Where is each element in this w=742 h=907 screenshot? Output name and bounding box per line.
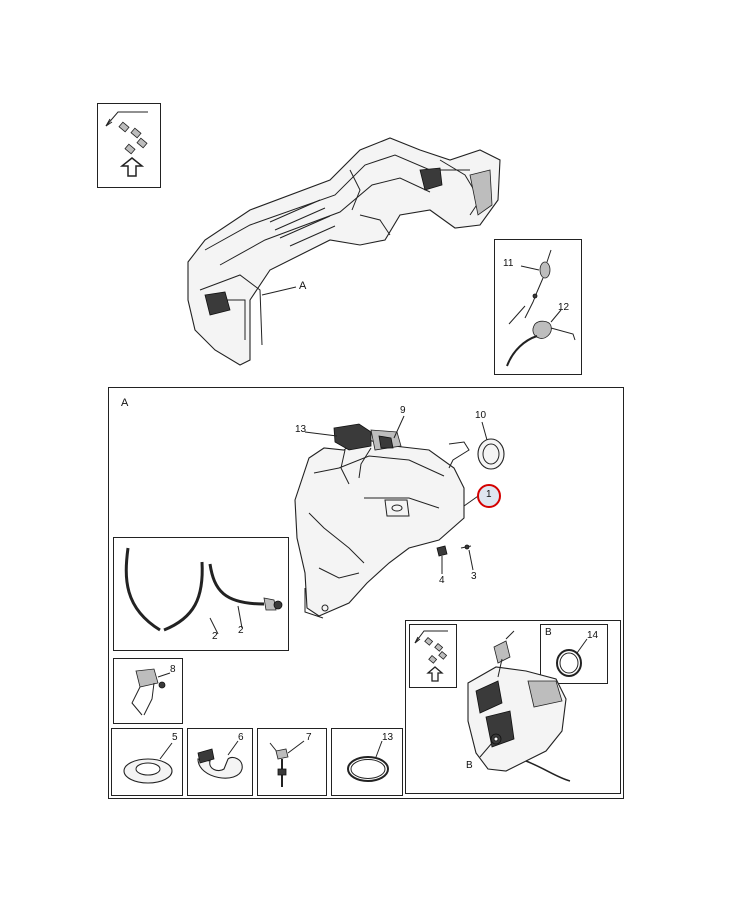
- callout-7: 7: [306, 732, 312, 743]
- detail-box-b-ring: B 14: [540, 624, 608, 684]
- callout-12: 12: [558, 302, 570, 313]
- detail-box-7: 7: [257, 728, 327, 796]
- detail-box-a-letter: A: [121, 397, 129, 409]
- detail-box-hoses: 2 2: [113, 537, 289, 651]
- seal-ring-drawing: [347, 740, 389, 782]
- callout-a-top: A: [299, 280, 307, 292]
- detail-box-13: 13: [331, 728, 403, 796]
- callout-9: 9: [400, 405, 406, 416]
- callout-10: 10: [475, 410, 487, 421]
- orientation-icon: [105, 111, 148, 177]
- detail-box-a: A 13 9 10: [108, 387, 624, 799]
- callout-6: 6: [238, 732, 244, 743]
- callout-8: 8: [170, 664, 176, 675]
- callout-1-highlight[interactable]: [477, 484, 501, 508]
- installed-reservoir-drawing: [467, 630, 571, 782]
- callout-3: 3: [471, 571, 477, 582]
- callout-b-inset: B: [466, 760, 473, 771]
- washer-reservoir-drawing: [294, 415, 505, 619]
- callout-14: 14: [587, 630, 599, 641]
- callout-4: 4: [439, 575, 445, 586]
- callout-13-bottom: 13: [382, 732, 394, 743]
- grommet-drawing: [123, 742, 173, 784]
- callout-13-top: 13: [295, 424, 307, 435]
- detail-box-6: 6: [187, 728, 253, 796]
- clamp-drawing: [197, 740, 243, 779]
- detail-box-5: 5: [111, 728, 183, 796]
- clamp-ring-drawing: [556, 638, 588, 677]
- detail-box-inset: B 14 B: [405, 620, 621, 794]
- callout-5: 5: [172, 732, 178, 743]
- orientation-icon-inset: [414, 630, 448, 682]
- detail-box-8: 8: [113, 658, 183, 724]
- sensor-wire-drawing: [506, 249, 576, 367]
- callout-11: 11: [503, 258, 514, 269]
- sensor-drawing: [269, 740, 305, 787]
- orientation-box-inset: [409, 624, 457, 688]
- callout-2-left: 2: [212, 631, 218, 642]
- detail-box-b-letter: B: [545, 627, 552, 638]
- hoses-drawing: [124, 547, 283, 635]
- orientation-box-top: [97, 103, 161, 188]
- bracket-drawing: [131, 668, 171, 716]
- detail-box-11-12: 11 12: [494, 239, 582, 375]
- callout-1[interactable]: 1: [486, 489, 492, 500]
- callout-2-right: 2: [238, 625, 244, 636]
